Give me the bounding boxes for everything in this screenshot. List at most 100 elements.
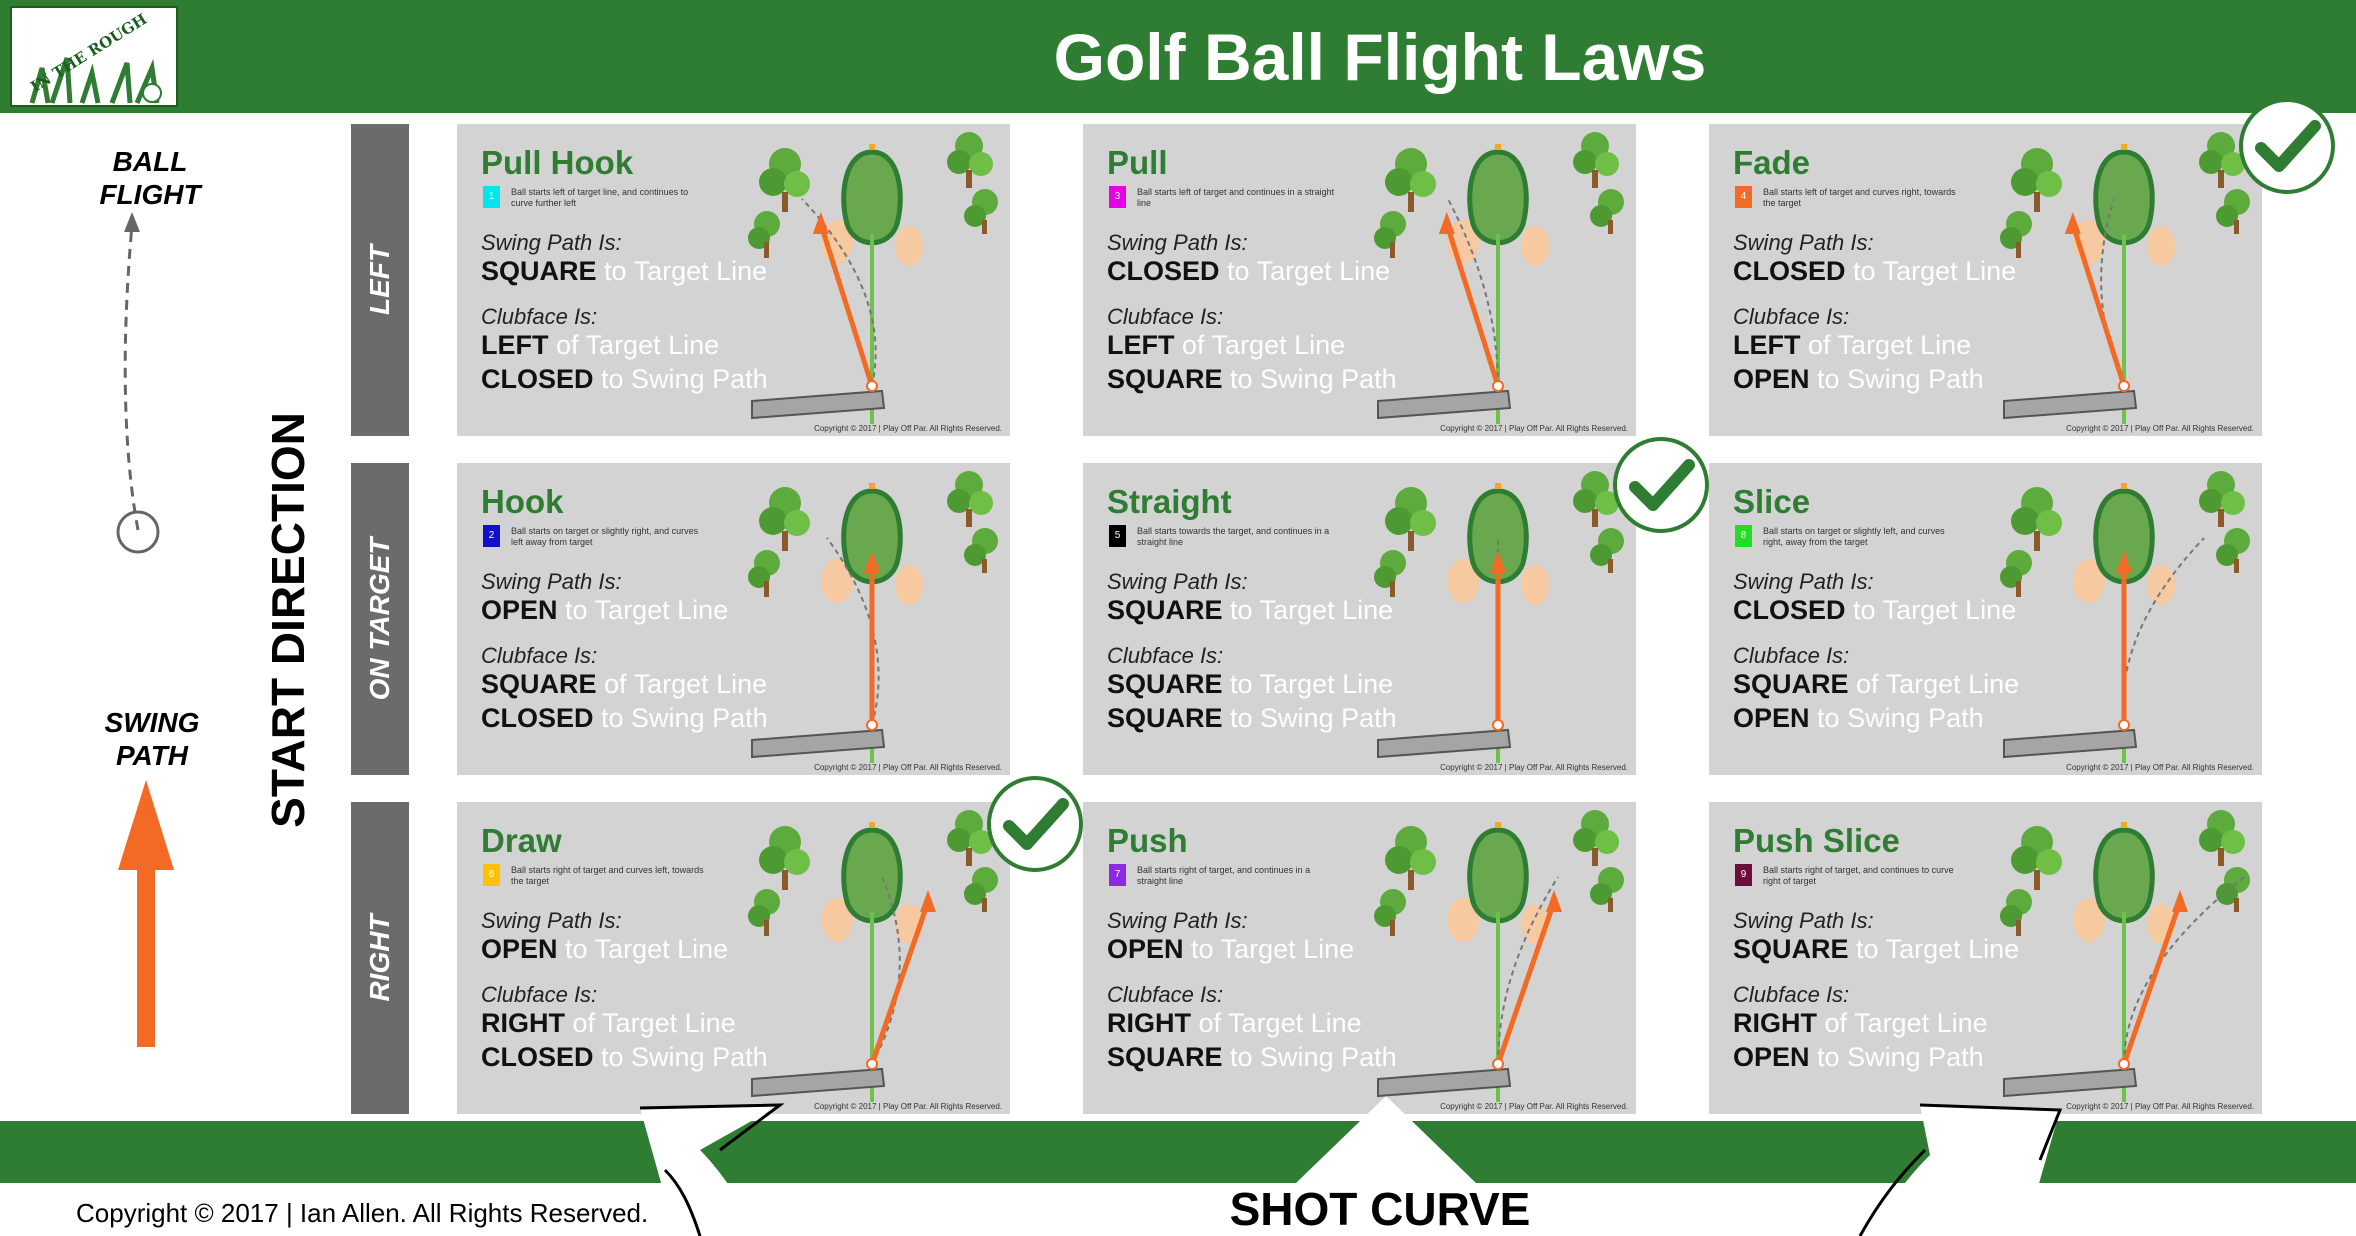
row-label-on-target: ON TARGET	[351, 463, 409, 775]
flight-card-push-slice: Push Slice 9 Ball starts right of target…	[1709, 802, 2262, 1114]
clubface-label: Clubface Is:	[1107, 304, 1224, 329]
tree-right-low-icon	[964, 528, 998, 573]
ball-icon	[1492, 380, 1504, 392]
flight-card-straight: Straight 5 Ball starts towards the targe…	[1083, 463, 1636, 775]
bunker-right-icon	[1521, 565, 1549, 605]
swing-path-value: SQUARE to Target Line	[481, 256, 768, 286]
tree-left-low-icon	[1374, 889, 1406, 936]
clubface-target-value: LEFT of Target Line	[1733, 330, 1972, 360]
card-number-badge: 6	[483, 864, 500, 886]
swing-path-label: Swing Path Is:	[1733, 569, 1874, 594]
tree-right-low-icon	[2216, 528, 2250, 573]
tree-right-low-icon	[1590, 528, 1624, 573]
swing-path-label: Swing Path Is:	[1107, 569, 1248, 594]
bunker-right-icon	[1521, 226, 1549, 266]
clubface-target-value: RIGHT of Target Line	[1733, 1008, 1988, 1038]
card-title: Pull Hook	[481, 144, 634, 181]
recommended-check-icon	[987, 776, 1083, 872]
swing-path-arrowhead-icon	[864, 551, 880, 573]
flag-icon	[2121, 822, 2127, 828]
card-title: Slice	[1733, 483, 1811, 520]
swing-path-value: CLOSED to Target Line	[1733, 256, 2017, 286]
tree-right-icon	[947, 810, 993, 866]
clubface-label: Clubface Is:	[1733, 304, 1850, 329]
swing-path-arrowhead-icon	[1438, 212, 1455, 234]
swing-path-arrowhead-icon	[1546, 890, 1562, 912]
swing-path-value: SQUARE to Target Line	[1107, 595, 1394, 625]
tree-right-icon	[947, 132, 993, 188]
club-head-icon	[751, 389, 886, 420]
card-title: Fade	[1733, 144, 1811, 181]
bunker-left-icon	[821, 559, 853, 603]
card-copyright: Copyright © 2017 | Play Off Par. All Rig…	[2066, 424, 2254, 433]
row-label-right: RIGHT	[351, 802, 409, 1114]
swing-path-label: Swing Path Is:	[1107, 230, 1248, 255]
swing-path-arrowhead-icon	[920, 890, 936, 912]
clubface-target-value: LEFT of Target Line	[1107, 330, 1346, 360]
card-description: Ball starts left of target and continues…	[1137, 187, 1335, 208]
clubface-label: Clubface Is:	[481, 304, 598, 329]
flag-icon	[869, 483, 875, 489]
card-description: Ball starts on target or slightly left, …	[1763, 526, 1945, 547]
flight-card-slice: Slice 8 Ball starts on target or slightl…	[1709, 463, 2262, 775]
club-head-icon	[751, 1067, 886, 1098]
ball-flight-arrowhead-icon	[124, 212, 140, 232]
club-head-icon	[1377, 1067, 1512, 1098]
shot-curve-axis-label: SHOT CURVE	[1229, 1183, 1531, 1235]
card-number-badge: 5	[1109, 525, 1126, 547]
clubface-path-value: OPEN to Swing Path	[1733, 364, 1984, 394]
clubface-target-value: RIGHT of Target Line	[481, 1008, 736, 1038]
flight-diagram	[1374, 132, 1624, 424]
flight-card-draw: Draw 6 Ball starts right of target and c…	[457, 802, 1010, 1114]
swing-path-arrowhead-icon	[2172, 890, 2188, 912]
logo: IN THE ROUGH	[10, 6, 178, 107]
legend-ball-flight: BALL FLIGHT	[99, 146, 201, 210]
ball-icon	[866, 380, 878, 392]
clubface-target-value: RIGHT of Target Line	[1107, 1008, 1362, 1038]
legend-swing-path: SWING PATH	[104, 707, 200, 771]
green-icon	[2093, 149, 2155, 246]
tree-right-icon	[1573, 810, 1619, 866]
flight-diagram	[2000, 471, 2250, 763]
ball-icon	[866, 1058, 878, 1070]
bottom-band	[0, 1121, 2356, 1183]
clubface-target-value: LEFT of Target Line	[481, 330, 720, 360]
card-description: Ball starts towards the target, and cont…	[1137, 526, 1330, 547]
green-icon	[1467, 149, 1529, 246]
flight-diagram	[748, 132, 998, 424]
bunker-left-icon	[821, 898, 853, 942]
card-description: Ball starts left of target line, and con…	[511, 187, 689, 208]
card-copyright: Copyright © 2017 | Play Off Par. All Rig…	[814, 424, 1002, 433]
tree-left-low-icon	[2000, 889, 2032, 936]
swing-path-arrow	[1444, 223, 1501, 387]
tree-right-icon	[1573, 132, 1619, 188]
flight-card-push: Push 7 Ball starts right of target, and …	[1083, 802, 1636, 1114]
tree-right-low-icon	[964, 867, 998, 912]
card-title: Push	[1107, 822, 1188, 859]
swing-path-arrow	[1495, 901, 1557, 1065]
card-number-badge: 9	[1735, 864, 1752, 886]
clubface-label: Clubface Is:	[481, 643, 598, 668]
flight-diagram	[2000, 810, 2250, 1102]
flight-card-pull: Pull 3 Ball starts left of target and co…	[1083, 124, 1636, 436]
ball-icon	[2118, 1058, 2130, 1070]
swing-path-value: CLOSED to Target Line	[1107, 256, 1391, 286]
swing-path-label: Swing Path Is:	[481, 569, 622, 594]
tree-left-icon	[759, 487, 810, 551]
tree-right-icon	[1573, 471, 1619, 527]
club-head-icon	[1377, 728, 1512, 759]
header-bar: IN THE ROUGH Golf Ball Flight Laws	[0, 0, 2356, 113]
start-direction-axis: START DIRECTION	[262, 412, 314, 828]
tree-left-low-icon	[1374, 211, 1406, 258]
clubface-path-value: CLOSED to Swing Path	[481, 703, 768, 733]
tree-left-low-icon	[748, 550, 780, 597]
clubface-target-value: SQUARE of Target Line	[481, 669, 768, 699]
green-icon	[2093, 827, 2155, 924]
card-number-badge: 2	[483, 525, 500, 547]
swing-path-arrowhead-icon	[1490, 551, 1506, 573]
tree-left-icon	[1385, 826, 1436, 890]
swing-path-value: OPEN to Target Line	[481, 934, 729, 964]
swing-path-label: Swing Path Is:	[1107, 908, 1248, 933]
ball-icon	[116, 510, 160, 554]
legend-graphic	[116, 212, 174, 1047]
